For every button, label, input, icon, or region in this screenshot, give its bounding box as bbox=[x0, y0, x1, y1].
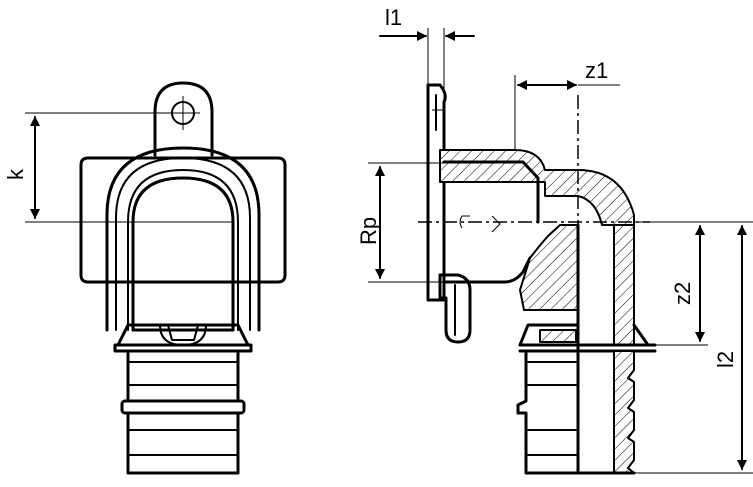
pipe-wall-lower bbox=[613, 350, 635, 474]
z1-label: z1 bbox=[585, 58, 608, 83]
collar-mid bbox=[115, 157, 251, 331]
collar-inner bbox=[127, 169, 239, 331]
sleeve-shoulder bbox=[116, 323, 250, 347]
side-view: l1 z1 Rp z2 l2 bbox=[356, 5, 753, 475]
pipe-wall-right bbox=[613, 224, 635, 346]
elbow-body bbox=[131, 176, 235, 332]
z2-label: z2 bbox=[670, 282, 695, 305]
l2-label: l2 bbox=[713, 351, 738, 368]
wall-plate bbox=[79, 156, 287, 284]
body-section-upper bbox=[439, 149, 635, 226]
rp-label: Rp bbox=[356, 217, 381, 245]
sleeve-window bbox=[159, 324, 207, 346]
side-flange bbox=[426, 83, 447, 302]
front-view: k bbox=[3, 81, 287, 475]
body-section-lower bbox=[519, 224, 579, 311]
sleeve-section bbox=[539, 329, 577, 343]
connector-ring bbox=[120, 399, 246, 415]
collar-outer bbox=[105, 146, 261, 332]
connector-lower bbox=[126, 411, 240, 475]
mounting-tab bbox=[153, 81, 214, 157]
l1-label: l1 bbox=[385, 5, 402, 30]
k-label: k bbox=[3, 168, 28, 180]
side-lug bbox=[438, 273, 472, 344]
connector-upper bbox=[126, 349, 240, 403]
